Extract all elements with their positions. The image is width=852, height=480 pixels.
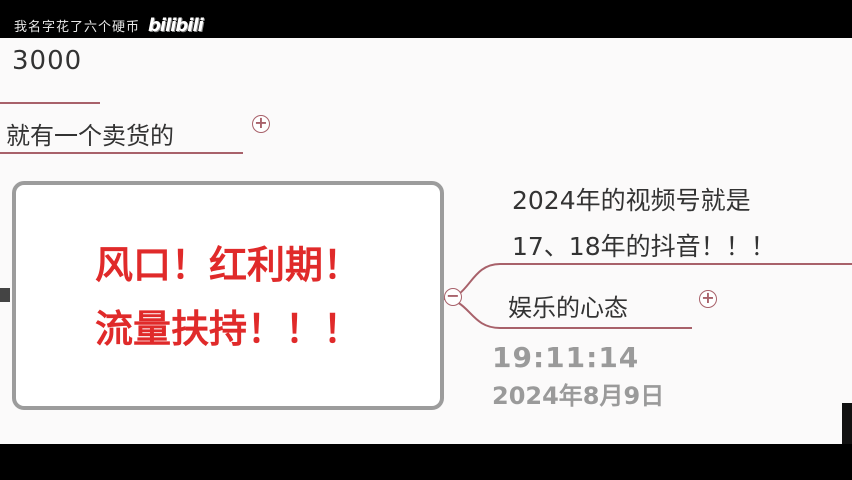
bilibili-logo: bilibili — [148, 14, 204, 36]
node-video-line-1: 2024年的视频号就是 — [512, 186, 751, 215]
central-topic[interactable]: 风口！红利期！ 流量扶持！！！ — [12, 181, 444, 410]
node-3000-underline — [0, 102, 100, 104]
central-topic-text: 风口！红利期！ 流量扶持！！！ — [16, 233, 440, 361]
node-entertainment[interactable]: 娱乐的心态 — [508, 294, 628, 322]
node-3000[interactable]: 3000 — [12, 46, 83, 76]
left-edge-marker — [0, 288, 10, 302]
expand-icon[interactable]: + — [252, 115, 270, 133]
expand-icon[interactable]: + — [699, 290, 717, 308]
watermark-text: 我名字花了六个硬币 — [14, 19, 141, 35]
node-seller-underline — [0, 152, 243, 154]
central-line-1: 风口！红利期！ — [94, 243, 361, 287]
mindmap-canvas[interactable]: 3000 就有一个卖货的 + 风口！红利期！ 流量扶持！！！ − 2024年的视… — [0, 38, 852, 444]
timestamp-date: 2024年8月9日 — [492, 382, 665, 410]
right-edge-bar — [842, 403, 852, 444]
collapse-icon[interactable]: − — [444, 288, 462, 306]
watermark: 我名字花了六个硬币 bilibili — [14, 14, 204, 36]
node-video-line-2: 17、18年的抖音！！！ — [512, 232, 776, 261]
node-video[interactable]: 2024年的视频号就是 17、18年的抖音！！！ — [512, 178, 832, 270]
central-line-2: 流量扶持！！！ — [94, 307, 361, 351]
node-seller[interactable]: 就有一个卖货的 — [6, 122, 174, 150]
timestamp-time: 19:11:14 — [492, 341, 640, 374]
